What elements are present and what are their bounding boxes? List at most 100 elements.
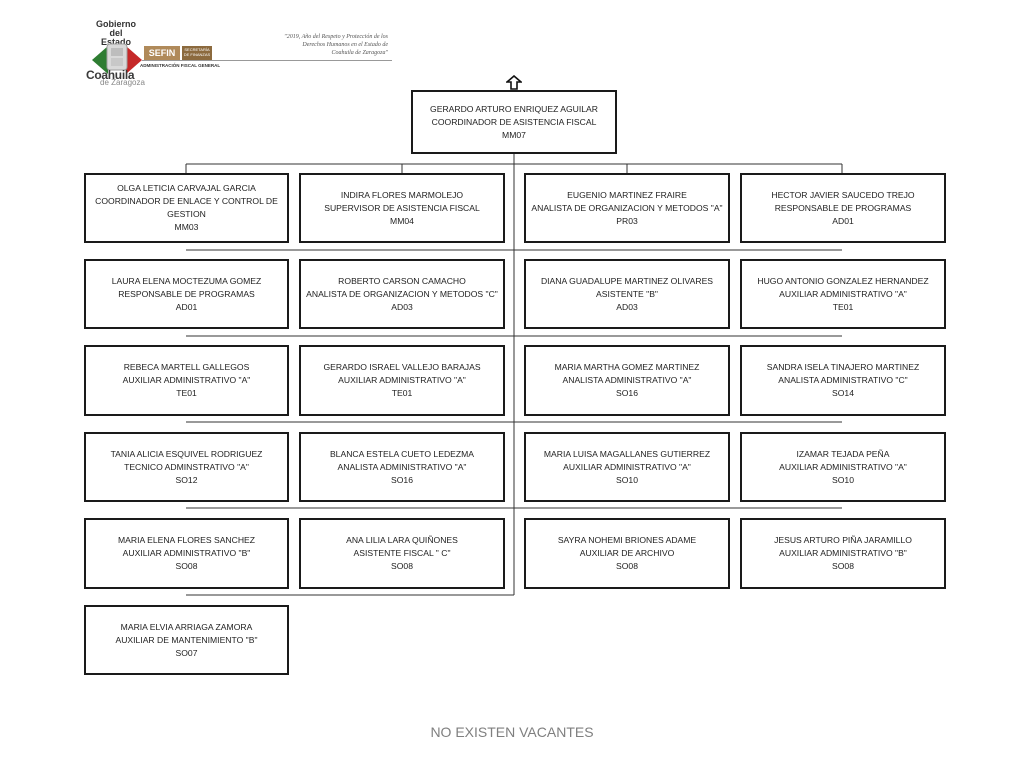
position-title: AUXILIAR ADMINISTRATIVO "A" — [779, 461, 907, 472]
position-code: PR03 — [616, 215, 638, 226]
position-code: AD03 — [391, 301, 413, 312]
org-box: GERARDO ISRAEL VALLEJO BARAJAS AUXILIAR … — [299, 345, 505, 416]
position-title: ASISTENTE "B" — [596, 288, 658, 299]
motto-line1: "2019, Año del Respeto y Protección de l… — [284, 34, 388, 40]
position-title: AUXILIAR DE ARCHIVO — [579, 548, 675, 558]
position-title: SUPERVISOR DE ASISTENCIA FISCAL — [324, 202, 480, 213]
position-code: SO10 — [832, 474, 854, 485]
position-code: TE01 — [391, 388, 413, 398]
gobierno-wordmark: Gobierno del Estado — [96, 20, 136, 47]
position-title: TECNICO ADMINSTRATIVO "A" — [124, 461, 249, 472]
header-divider — [142, 60, 392, 61]
org-box: REBECA MARTELL GALLEGOS AUXILIAR ADMINIS… — [84, 345, 289, 416]
org-box: ROBERTO CARSON CAMACHO ANALISTA DE ORGAN… — [299, 259, 505, 329]
state-crest-icon — [92, 43, 142, 74]
motto-line3: Coahuila de Zaragoza" — [331, 50, 388, 56]
motto-line2: Derechos Humanos en el Estado de — [302, 42, 388, 48]
org-box: EUGENIO MARTINEZ FRAIRE ANALISTA DE ORGA… — [524, 173, 730, 243]
position-title: AUXILIAR ADMINISTRATIVO "A" — [338, 375, 466, 385]
position-title: RESPONSABLE DE PROGRAMAS — [118, 288, 255, 299]
person-name: OLGA LETICIA CARVAJAL GARCIA — [117, 183, 256, 193]
position-title: ASISTENTE FISCAL " C" — [353, 548, 451, 558]
org-box: ANA LILIA LARA QUIÑONES ASISTENTE FISCAL… — [299, 518, 505, 589]
position-title: AUXILIAR ADMINISTRATIVO "B" — [779, 548, 907, 558]
person-name: REBECA MARTELL GALLEGOS — [123, 362, 250, 372]
position-code: MM07 — [502, 129, 526, 140]
org-box: MARIA ELVIA ARRIAGA ZAMORA AUXILIAR DE M… — [84, 605, 289, 675]
gob-line1: Gobierno — [96, 19, 136, 29]
position-code: SO16 — [391, 474, 413, 485]
person-name: SANDRA ISELA TINAJERO MARTINEZ — [766, 362, 920, 372]
motto-text: "2019, Año del Respeto y Protección de l… — [250, 33, 388, 57]
person-name: MARIA MARTHA GOMEZ MARTINEZ — [554, 362, 700, 372]
person-name: MARIA ELENA FLORES SANCHEZ — [117, 535, 256, 545]
position-title: ANALISTA DE ORGANIZACION Y METODOS "A" — [531, 202, 723, 213]
position-title: ANALISTA ADMINISTRATIVO "C" — [778, 375, 908, 385]
person-name: TANIA ALICIA ESQUIVEL RODRIGUEZ — [110, 448, 263, 459]
position-title: COORDINADOR DE ASISTENCIA FISCAL — [431, 116, 597, 127]
position-code: SO08 — [832, 561, 854, 571]
person-name: GERARDO ISRAEL VALLEJO BARAJAS — [323, 362, 481, 372]
position-code: MM04 — [390, 215, 414, 226]
person-name: HUGO ANTONIO GONZALEZ HERNANDEZ — [757, 275, 929, 286]
position-title: ANALISTA ADMINISTRATIVO "A" — [337, 461, 467, 472]
position-title: AUXILIAR ADMINISTRATIVO "A" — [563, 461, 691, 472]
position-title: AUXILIAR ADMINISTRATIVO "B" — [122, 548, 251, 558]
org-box: HECTOR JAVIER SAUCEDO TREJO RESPONSABLE … — [740, 173, 946, 243]
position-title: RESPONSABLE DE PROGRAMAS — [774, 202, 912, 213]
position-title: ANALISTA DE ORGANIZACION Y METODOS "C" — [306, 288, 498, 299]
person-name: LAURA ELENA MOCTEZUMA GOMEZ — [111, 275, 262, 286]
person-name: EUGENIO MARTINEZ FRAIRE — [567, 189, 687, 200]
org-box: MARIA LUISA MAGALLANES GUTIERREZ AUXILIA… — [524, 432, 730, 502]
org-box: MARIA MARTHA GOMEZ MARTINEZ ANALISTA ADM… — [524, 345, 730, 416]
person-name: DIANA GUADALUPE MARTINEZ OLIVARES — [540, 275, 714, 286]
position-code: SO16 — [616, 388, 638, 398]
org-box: SAYRA NOHEMI BRIONES ADAME AUXILIAR DE A… — [524, 518, 730, 589]
org-box: DIANA GUADALUPE MARTINEZ OLIVARES ASISTE… — [524, 259, 730, 329]
person-name: GERARDO ARTURO ENRIQUEZ AGUILAR — [430, 103, 598, 114]
position-code: MM03 — [174, 222, 199, 232]
position-title: ANALISTA ADMINISTRATIVO "A" — [562, 375, 692, 385]
org-box: HUGO ANTONIO GONZALEZ HERNANDEZ AUXILIAR… — [740, 259, 946, 329]
vacancies-note: NO EXISTEN VACANTES — [430, 724, 594, 740]
org-box: BLANCA ESTELA CUETO LEDEZMA ANALISTA ADM… — [299, 432, 505, 502]
up-arrow-icon[interactable] — [506, 75, 522, 90]
position-code: AD03 — [616, 301, 638, 312]
person-name: INDIRA FLORES MARMOLEJO — [340, 189, 464, 200]
position-title: AUXILIAR ADMINISTRATIVO "A" — [122, 375, 251, 385]
sefin-subtitle: SECRETARÍA DE FINANZAS — [182, 46, 212, 61]
org-box: IZAMAR TEJADA PEÑA AUXILIAR ADMINISTRATI… — [740, 432, 946, 502]
person-name: HECTOR JAVIER SAUCEDO TREJO — [771, 189, 915, 200]
person-name: ROBERTO CARSON CAMACHO — [338, 275, 466, 286]
position-code: SO07 — [175, 647, 198, 658]
person-name: ANA LILIA LARA QUIÑONES — [346, 535, 458, 545]
org-box: SANDRA ISELA TINAJERO MARTINEZ ANALISTA … — [740, 345, 946, 416]
org-box: INDIRA FLORES MARMOLEJO SUPERVISOR DE AS… — [299, 173, 505, 243]
position-code: SO08 — [391, 561, 413, 571]
position-code: SO08 — [616, 561, 638, 571]
department-name: ADMINISTRACIÓN FISCAL GENERAL — [140, 63, 221, 68]
position-code: SO10 — [616, 474, 638, 485]
position-code: TE01 — [832, 301, 854, 312]
position-code: SO08 — [175, 561, 198, 571]
position-title: COORDINADOR DE ENLACE Y CONTROL DE GESTI… — [95, 196, 278, 219]
position-title: AUXILIAR DE MANTENIMIENTO "B" — [115, 634, 258, 645]
org-box: LAURA ELENA MOCTEZUMA GOMEZ RESPONSABLE … — [84, 259, 289, 329]
person-name: MARIA ELVIA ARRIAGA ZAMORA — [120, 621, 253, 632]
org-box: JESUS ARTURO PIÑA JARAMILLO AUXILIAR ADM… — [740, 518, 946, 589]
person-name: JESUS ARTURO PIÑA JARAMILLO — [774, 535, 912, 545]
sefin-logo: SEFIN — [144, 46, 180, 61]
person-name: BLANCA ESTELA CUETO LEDEZMA — [329, 448, 475, 459]
position-code: TE01 — [176, 388, 197, 398]
position-code: SO12 — [175, 474, 198, 485]
person-name: IZAMAR TEJADA PEÑA — [796, 448, 890, 459]
person-name: SAYRA NOHEMI BRIONES ADAME — [557, 535, 697, 545]
org-box: TANIA ALICIA ESQUIVEL RODRIGUEZ TECNICO … — [84, 432, 289, 502]
org-box-head: GERARDO ARTURO ENRIQUEZ AGUILAR COORDINA… — [411, 90, 617, 154]
position-title: AUXILIAR ADMINISTRATIVO "A" — [779, 288, 907, 299]
state-name: Coahuila — [86, 68, 135, 82]
gob-line2: del Estado — [100, 28, 131, 47]
state-subname: de Zaragoza — [100, 78, 145, 87]
position-code: AD01 — [832, 215, 854, 226]
org-box: MARIA ELENA FLORES SANCHEZ AUXILIAR ADMI… — [84, 518, 289, 589]
